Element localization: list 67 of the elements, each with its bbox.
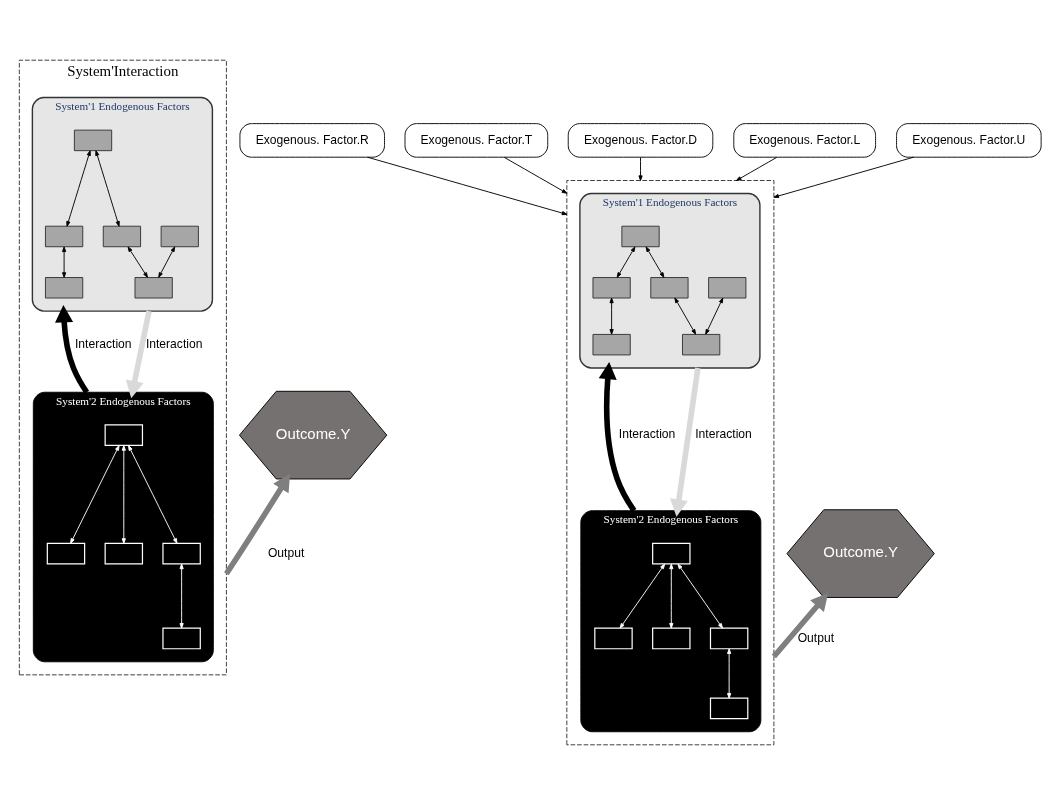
- node-box: [46, 542, 86, 564]
- node-box: [160, 225, 199, 247]
- arrow: [179, 563, 184, 629]
- arrow: [158, 245, 176, 278]
- node-box: [592, 333, 631, 355]
- node-box: [104, 423, 144, 446]
- arrow: [367, 156, 568, 215]
- arrow: [127, 245, 148, 278]
- arrow: [503, 156, 568, 194]
- node-box: [102, 225, 142, 247]
- arrow: [70, 444, 120, 544]
- arrow: [125, 310, 152, 398]
- node-box: [682, 333, 721, 355]
- arrow: [121, 444, 126, 544]
- node-box: [45, 225, 84, 247]
- node-box: Exogenous. Factor.U: [896, 122, 1042, 158]
- node-box: [592, 276, 631, 298]
- node-box: [652, 627, 691, 649]
- arrow: [95, 149, 120, 227]
- node-box: [709, 627, 749, 649]
- cluster: System'1 Endogenous Factors: [579, 192, 761, 369]
- cluster: System'2 Endogenous Factors: [32, 391, 214, 662]
- node-box: Exogenous. Factor.D: [567, 122, 714, 158]
- node-box: [708, 276, 747, 298]
- node-box: [650, 276, 689, 298]
- arrow: [735, 156, 778, 181]
- arrow: [62, 245, 67, 278]
- node-box: [73, 129, 113, 151]
- node-box: [45, 276, 84, 298]
- edge-label: Interaction: [618, 426, 676, 441]
- arrow: [727, 647, 732, 699]
- arrow: [705, 297, 724, 335]
- edge-label: Interaction: [75, 336, 132, 351]
- arrow: [128, 444, 178, 544]
- arrow: [771, 592, 829, 658]
- arrow: [609, 297, 614, 335]
- arrow: [224, 473, 290, 575]
- node-box: [134, 276, 173, 298]
- arrow: [669, 563, 674, 629]
- arrow: [638, 156, 643, 181]
- node-box: [594, 627, 633, 649]
- arrow: [677, 563, 724, 629]
- arrow: [66, 149, 91, 227]
- edge-label: Output: [267, 545, 305, 560]
- node-box: Exogenous. Factor.T: [404, 122, 549, 158]
- node-box: Exogenous. Factor.R: [239, 122, 385, 158]
- edge-label: Interaction: [145, 336, 203, 351]
- cluster: [566, 179, 775, 745]
- edge-label: Interaction: [695, 426, 752, 441]
- edge-label: Output: [797, 630, 835, 645]
- arrow: [670, 367, 701, 517]
- arrow: [598, 361, 637, 512]
- node-box: [709, 697, 749, 719]
- node-box: [104, 542, 144, 564]
- node-box: [652, 542, 691, 564]
- node-box: [162, 627, 201, 649]
- node-box: [162, 542, 201, 564]
- arrow: [773, 156, 914, 198]
- arrow: [616, 245, 636, 278]
- arrow: [674, 297, 697, 335]
- cluster: System'1 Endogenous Factors: [31, 96, 214, 312]
- node-box: Exogenous. Factor.L: [733, 122, 877, 158]
- arrow: [645, 245, 665, 278]
- arrow: [55, 304, 90, 394]
- cluster: System'2 Endogenous Factors: [580, 509, 762, 732]
- node-box: [621, 225, 660, 247]
- arrow: [619, 563, 666, 629]
